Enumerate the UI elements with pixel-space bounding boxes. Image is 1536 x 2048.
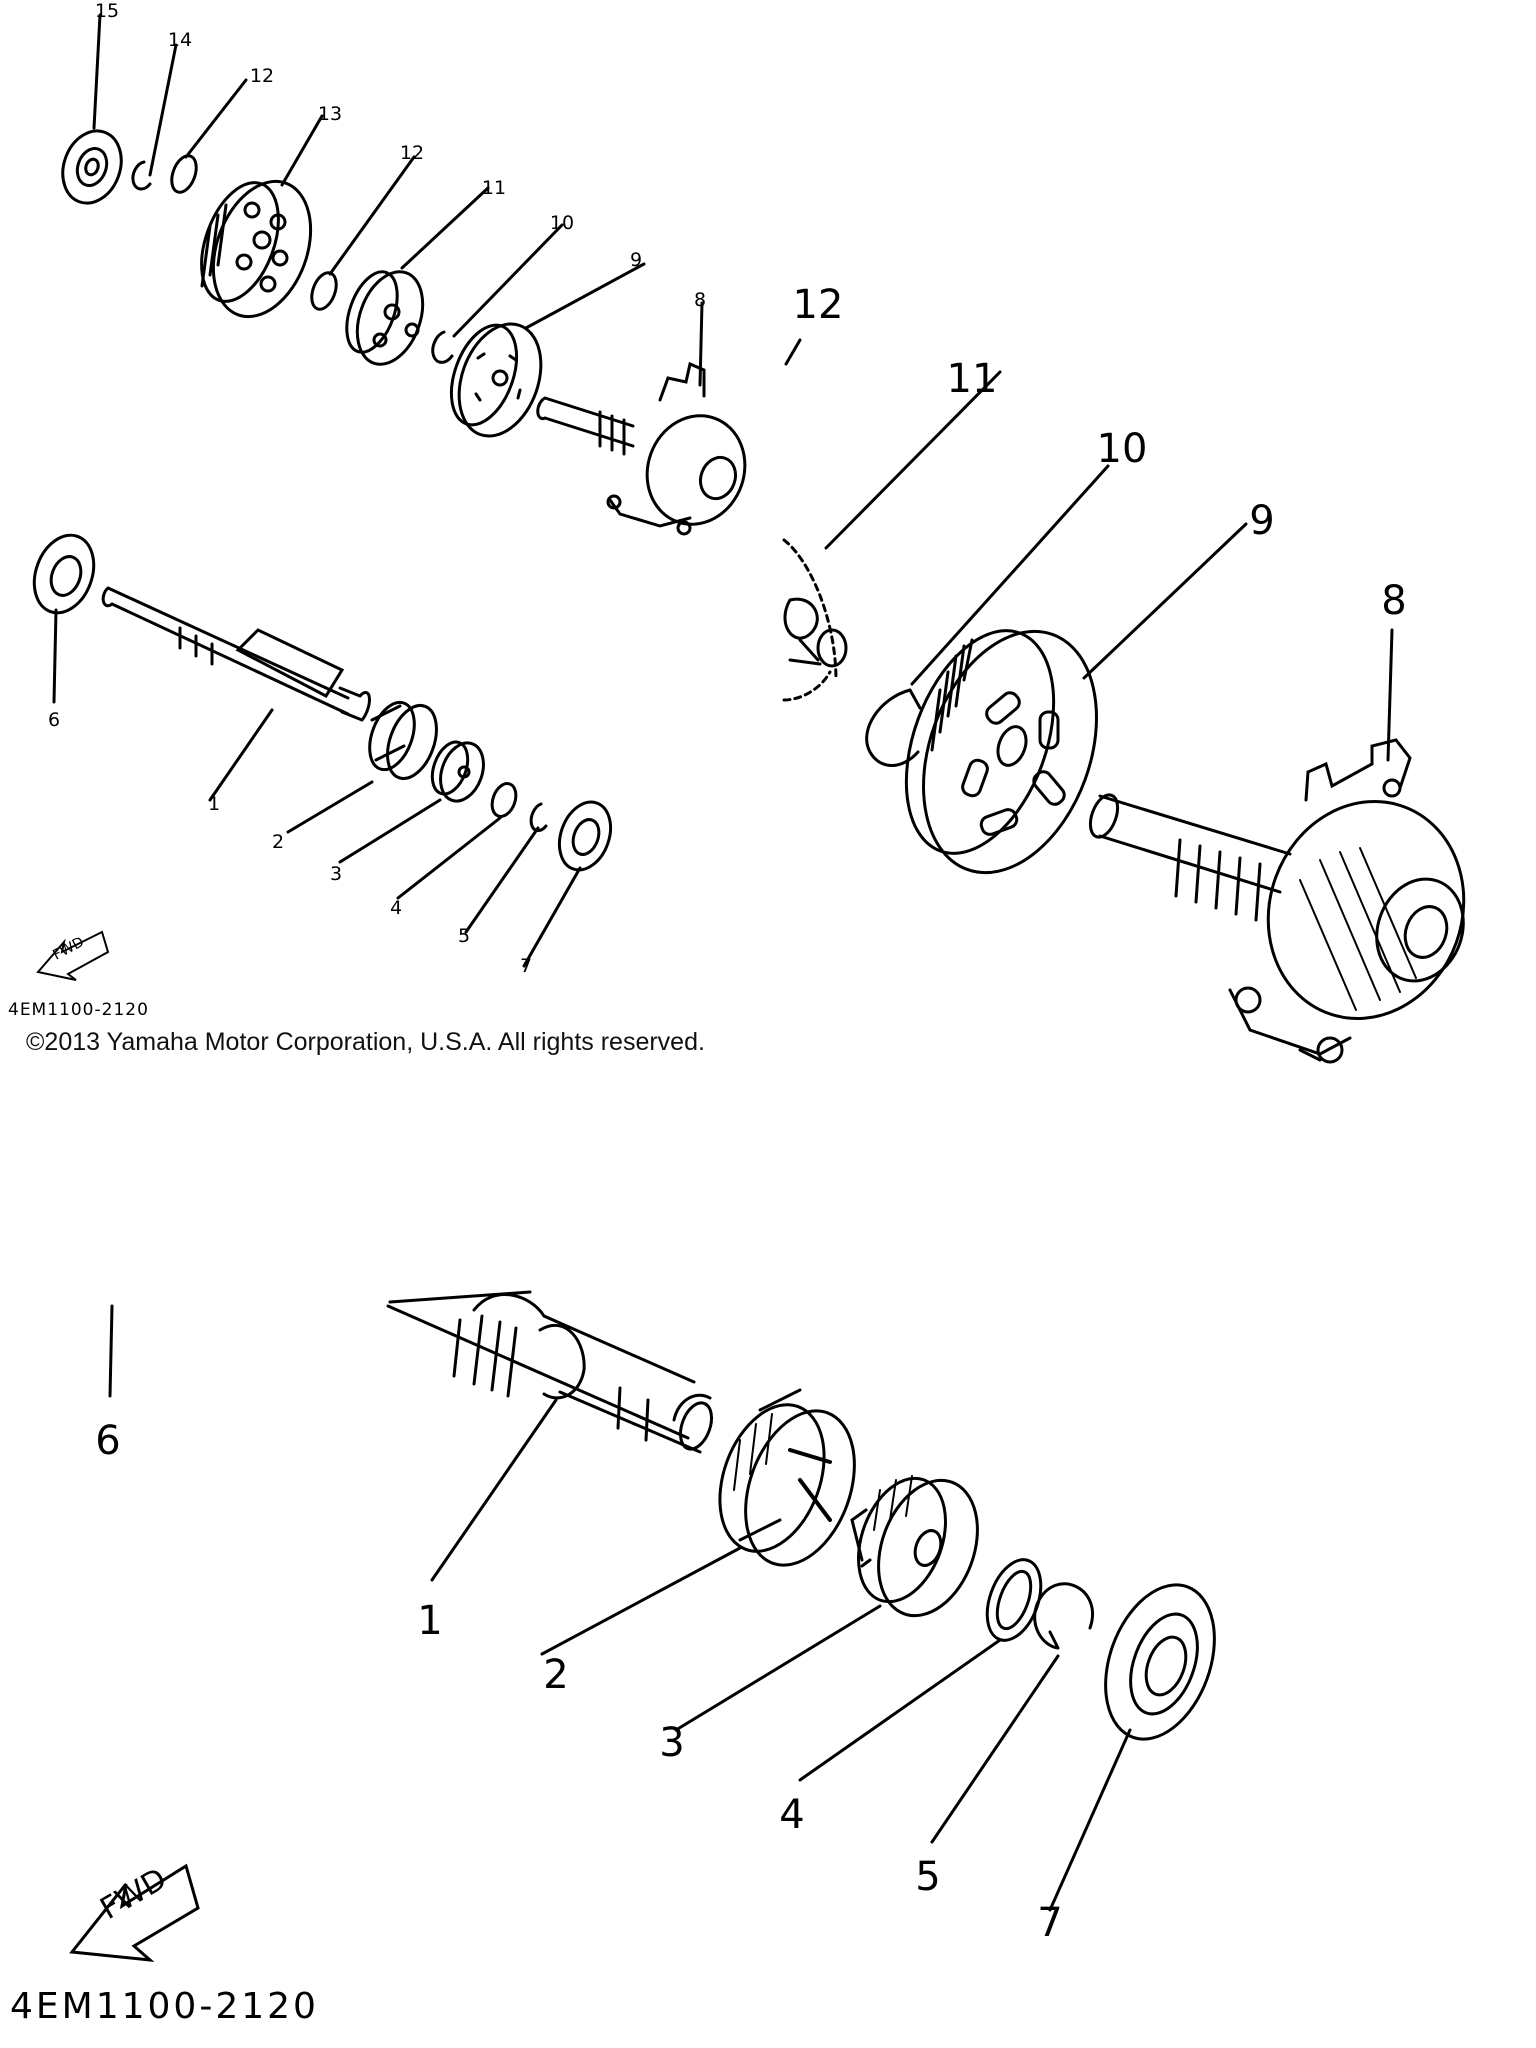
label-15: 15 xyxy=(95,0,119,22)
washer-4 xyxy=(490,782,518,818)
circlip-14 xyxy=(131,160,152,191)
label-12b: 12 xyxy=(400,142,424,164)
label-14: 14 xyxy=(168,29,192,51)
label-1-detail: 1 xyxy=(417,1598,442,1644)
label-12-detail: 12 xyxy=(793,282,844,328)
bearing-cage-2-detail xyxy=(718,1388,856,1567)
bearing-6 xyxy=(32,533,96,615)
main-shaft-1 xyxy=(101,586,371,722)
label-2: 2 xyxy=(272,831,284,853)
bearing-7 xyxy=(557,800,613,872)
label-6-detail: 6 xyxy=(95,1418,120,1464)
detail-upper-group: 12 11 10 9 8 xyxy=(782,282,1466,1064)
gear-13 xyxy=(200,179,313,319)
main-shaft-1-detail xyxy=(386,1290,714,1454)
circlip-10 xyxy=(431,330,454,364)
label-11: 11 xyxy=(482,177,506,199)
label-3-detail: 3 xyxy=(659,1720,684,1766)
overview-upper-shaft-group: 15 14 12 13 12 11 10 9 8 xyxy=(61,0,747,536)
label-6: 6 xyxy=(48,709,60,731)
gear-3 xyxy=(430,740,485,803)
fwd-label-large: FWD xyxy=(95,1862,173,1927)
gear-9-detail xyxy=(904,629,1098,875)
label-9: 9 xyxy=(630,249,642,271)
label-3: 3 xyxy=(330,863,342,885)
bearing-15 xyxy=(61,129,123,205)
bearing-cage-2 xyxy=(368,700,438,780)
label-11-detail: 11 xyxy=(947,356,998,402)
washer-12 xyxy=(170,154,198,194)
label-4-detail: 4 xyxy=(779,1792,804,1838)
label-10: 10 xyxy=(550,212,574,234)
hub-11-detail xyxy=(782,538,848,702)
label-8: 8 xyxy=(694,289,706,311)
diagram-code-small: 4EM1100-2120 xyxy=(8,1000,149,1020)
label-8-detail: 8 xyxy=(1381,578,1406,624)
hub-11 xyxy=(345,270,425,366)
fwd-arrow-small: FWD xyxy=(36,930,110,981)
label-7: 7 xyxy=(520,955,532,977)
label-5: 5 xyxy=(458,925,470,947)
fwd-label-small: FWD xyxy=(50,934,86,963)
fwd-arrow-large: FWD xyxy=(69,1862,200,1962)
pinion-shaft-8 xyxy=(536,361,747,536)
label-1: 1 xyxy=(208,793,220,815)
label-4: 4 xyxy=(390,897,402,919)
gear-3-detail xyxy=(850,1475,979,1618)
circlip-10-detail xyxy=(865,688,922,767)
overview-lower-shaft-group: 6 1 2 3 4 5 7 xyxy=(32,533,613,977)
circlip-5 xyxy=(529,802,548,833)
detail-lower-group: 6 1 2 3 4 5 7 xyxy=(95,1290,1216,1946)
bearing-7-detail xyxy=(1104,1583,1216,1741)
diagram-code-large: 4EM1100-2120 xyxy=(10,1986,319,2027)
label-7-detail: 7 xyxy=(1037,1900,1062,1946)
gear-9 xyxy=(449,322,543,438)
label-5-detail: 5 xyxy=(915,1854,940,1900)
label-13: 13 xyxy=(318,103,342,125)
label-2-detail: 2 xyxy=(543,1652,568,1698)
label-10-detail: 10 xyxy=(1097,426,1148,472)
circlip-5-detail xyxy=(1033,1582,1094,1650)
copyright-notice: ©2013 Yamaha Motor Corporation, U.S.A. A… xyxy=(26,1028,705,1056)
label-12a: 12 xyxy=(250,65,274,87)
pinion-shaft-8-detail xyxy=(1088,738,1466,1064)
label-9-detail: 9 xyxy=(1249,498,1274,544)
